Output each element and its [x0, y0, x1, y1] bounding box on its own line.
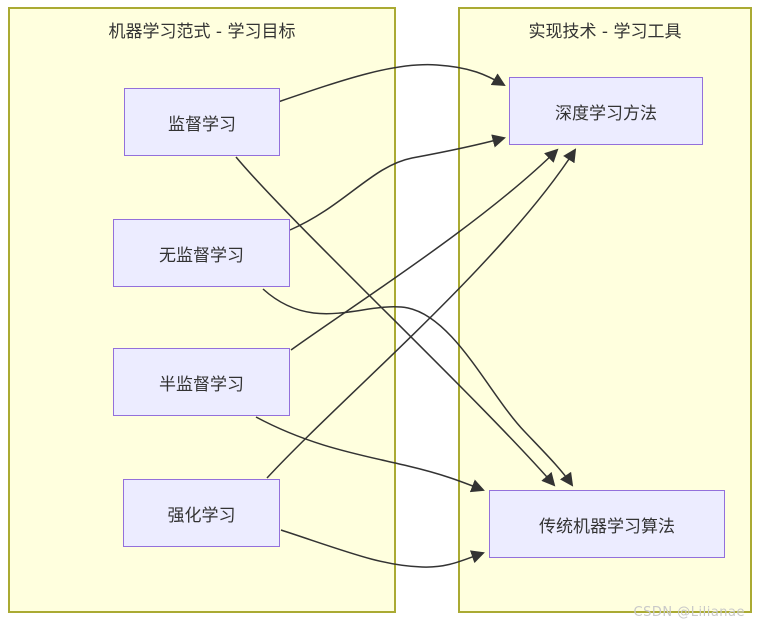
watermark: CSDN @Lilianae	[633, 605, 745, 620]
node-reinforcement-learning[interactable]: 强化学习	[123, 479, 280, 547]
cluster-implementation-tools-title: 实现技术 - 学习工具	[528, 22, 682, 42]
node-supervised-learning[interactable]: 监督学习	[124, 88, 280, 156]
cluster-learning-paradigms-title: 机器学习范式 - 学习目标	[108, 22, 296, 42]
node-deep-learning-methods[interactable]: 深度学习方法	[509, 77, 703, 145]
node-semi-supervised-learning[interactable]: 半监督学习	[113, 348, 290, 416]
node-traditional-ml-algorithms[interactable]: 传统机器学习算法	[489, 490, 725, 558]
node-unsupervised-learning[interactable]: 无监督学习	[113, 219, 290, 287]
